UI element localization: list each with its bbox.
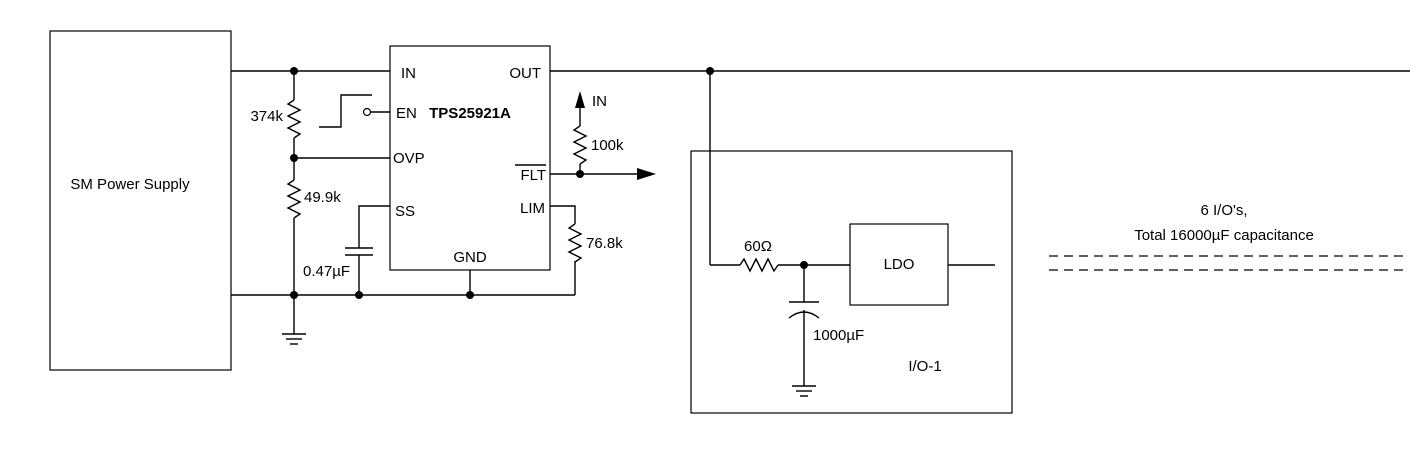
note-line-2: Total 16000µF capacitance bbox=[1134, 227, 1314, 244]
pullup-supply-label: IN bbox=[592, 93, 607, 110]
r-top-value: 374k bbox=[250, 108, 283, 125]
ovp-divider: 374k 49.9k bbox=[250, 71, 390, 295]
pullup-value: 100k bbox=[591, 137, 624, 154]
io-cap-value: 1000µF bbox=[813, 327, 864, 344]
lim-value: 76.8k bbox=[586, 235, 623, 252]
junction-input bbox=[290, 67, 298, 75]
pin-ss-label: SS bbox=[395, 203, 415, 220]
io-resistor bbox=[739, 257, 779, 273]
pin-out-label: OUT bbox=[509, 65, 541, 82]
flt-output-arrow bbox=[637, 168, 656, 180]
power-supply-block: SM Power Supply bbox=[49, 30, 232, 371]
ss-wire bbox=[358, 205, 390, 248]
flt-pullup: IN 100k bbox=[550, 91, 656, 180]
power-supply-label: SM Power Supply bbox=[70, 176, 190, 193]
chip-name: TPS25921A bbox=[429, 105, 511, 122]
additional-io-note: 6 I/O's, Total 16000µF capacitance bbox=[1049, 202, 1405, 271]
io-block-name: I/O-1 bbox=[908, 358, 941, 375]
r-bottom-value: 49.9k bbox=[304, 189, 341, 206]
junction-ground-left bbox=[290, 291, 298, 299]
pin-lim-label: LIM bbox=[520, 200, 545, 217]
pin-en-label: EN bbox=[396, 105, 417, 122]
enable-input bbox=[319, 94, 390, 128]
pin-ovp-label: OVP bbox=[393, 150, 425, 167]
en-terminal bbox=[362, 107, 372, 117]
note-line-1: 6 I/O's, bbox=[1200, 202, 1247, 219]
pin-in-label: IN bbox=[401, 65, 416, 82]
junction-ground-gnd bbox=[466, 291, 474, 299]
junction-ground-ss bbox=[355, 291, 363, 299]
r-bottom-resistor bbox=[286, 179, 302, 219]
pin-flt-label: FLT bbox=[520, 167, 546, 184]
junction-ovp bbox=[290, 154, 298, 162]
pin-gnd-label: GND bbox=[453, 249, 487, 266]
pullup-supply-arrow bbox=[575, 91, 585, 108]
r-top-resistor bbox=[286, 99, 302, 139]
ss-cap-value: 0.47µF bbox=[303, 263, 350, 280]
tps25921a-chip: TPS25921A IN OUT EN OVP FLT SS LIM GND bbox=[389, 45, 551, 271]
enable-step-signal bbox=[319, 94, 372, 128]
ldo-box bbox=[849, 223, 949, 306]
junction-flt bbox=[576, 170, 584, 178]
lim-wire bbox=[550, 205, 576, 224]
ss-capacitor: 0.47µF bbox=[303, 205, 390, 295]
pullup-resistor bbox=[572, 125, 588, 165]
lim-resistor bbox=[567, 223, 583, 263]
chip-body bbox=[389, 45, 551, 271]
ground-symbol-main bbox=[282, 295, 306, 345]
power-supply-box bbox=[49, 30, 232, 371]
io-block: 60Ω 1000µF LDO I/O-1 bbox=[690, 71, 1013, 414]
io-resistor-value: 60Ω bbox=[744, 238, 772, 255]
lim-resistor-group: 76.8k bbox=[550, 205, 623, 263]
ldo-label: LDO bbox=[884, 256, 915, 273]
